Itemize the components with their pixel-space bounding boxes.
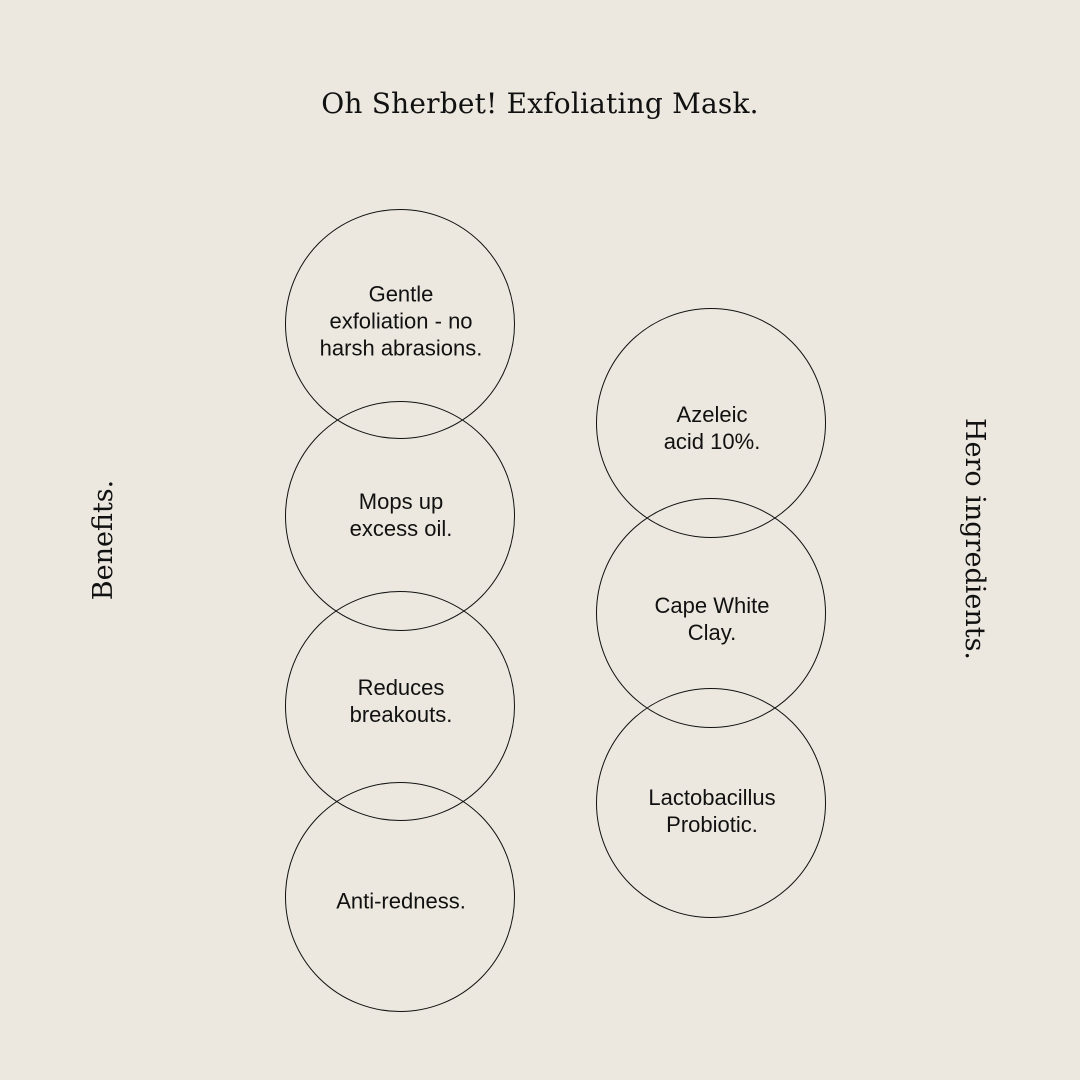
- ingredient-text-2: Cape White Clay.: [612, 592, 812, 646]
- ingredient-text-2-line-1: Cape White: [654, 593, 770, 618]
- page-title: Oh Sherbet! Exfoliating Mask.: [321, 87, 759, 120]
- ingredient-circle-3: [596, 688, 826, 918]
- benefit-text-2-line-2: excess oil.: [349, 516, 453, 541]
- benefit-text-3: Reduces breakouts.: [301, 674, 501, 728]
- benefit-circle-4: [285, 782, 515, 1012]
- benefit-text-1-line-2: exfoliation - no: [329, 308, 473, 334]
- benefit-text-2: Mops up excess oil.: [301, 488, 501, 542]
- ingredient-text-1-line-1: Azeleic: [676, 402, 748, 427]
- benefit-text-3-line-2: breakouts.: [349, 702, 453, 727]
- ingredient-text-3-line-1: Lactobacillus: [648, 785, 776, 810]
- benefit-text-4: Anti-redness.: [301, 888, 501, 915]
- benefit-text-3-line-1: Reduces: [357, 675, 445, 700]
- hero-ingredients-label: Hero ingredients.: [959, 417, 990, 661]
- benefit-text-1: Gentle exfoliation - no harsh abrasions.: [301, 281, 501, 362]
- ingredient-text-1-line-2: acid 10%.: [663, 429, 761, 454]
- ingredient-text-3: Lactobacillus Probiotic.: [612, 784, 812, 838]
- ingredient-text-2-line-2: Clay.: [687, 620, 737, 645]
- ingredient-text-1: Azeleic acid 10%.: [612, 401, 812, 455]
- benefit-text-1-line-1: Gentle: [368, 281, 434, 307]
- benefits-label: Benefits.: [88, 479, 119, 601]
- benefit-text-2-line-1: Mops up: [358, 489, 444, 514]
- ingredient-text-3-line-2: Probiotic.: [666, 812, 758, 837]
- benefit-text-4-line-1: Anti-redness.: [336, 888, 466, 914]
- benefit-text-1-line-3: harsh abrasions.: [319, 335, 483, 361]
